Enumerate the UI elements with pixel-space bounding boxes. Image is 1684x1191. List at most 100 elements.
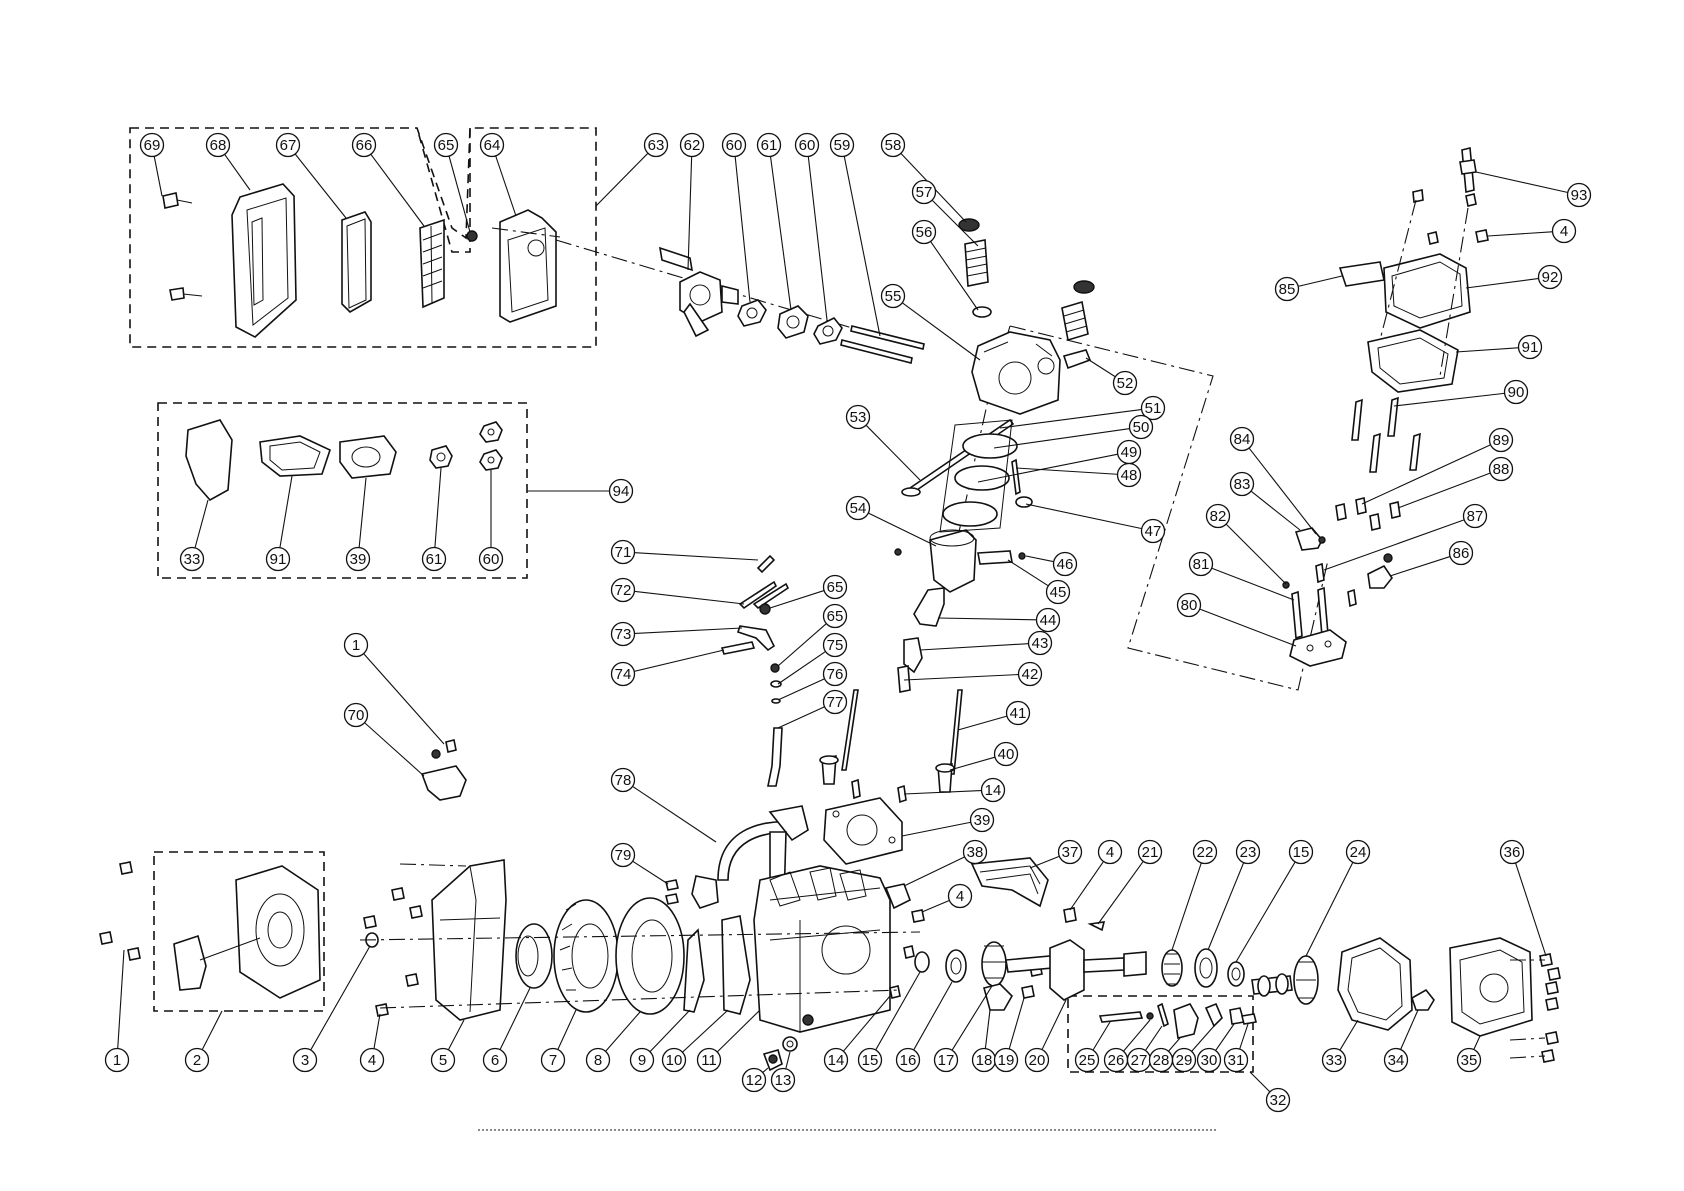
callout-bubble [911, 179, 937, 205]
leader-line-46 [1025, 555, 1054, 563]
callout-bubble [275, 132, 301, 158]
callout-bubble [969, 807, 995, 833]
callout-bubble [1383, 1047, 1409, 1073]
callout-bubble [1537, 264, 1563, 290]
callout-number: 54 [850, 500, 867, 517]
callout-42: 42 [1017, 661, 1043, 687]
leader-line-51 [999, 409, 1142, 429]
callout-68: 68 [205, 132, 231, 158]
callout-bubble [1052, 551, 1078, 577]
callout-number: 14 [828, 1052, 845, 1069]
leader-line-12 [762, 1067, 769, 1073]
callout-bubble [478, 546, 504, 572]
part-bolt-lower [169, 287, 185, 301]
part-31-bolt [1241, 1013, 1257, 1025]
callout-number: 2 [193, 1052, 201, 1069]
part-bolt-left-3 [127, 947, 141, 961]
part-39-head-gasket [823, 797, 903, 865]
part-61-gasket [429, 445, 453, 469]
leader-line-55 [902, 302, 981, 361]
callout-bubble [857, 1047, 883, 1073]
callout-bubble [610, 767, 636, 793]
leader-line-69 [153, 156, 163, 197]
part-28-piston [1173, 1003, 1199, 1039]
callout-bubble [822, 632, 848, 658]
part-27-ring [1157, 1002, 1169, 1028]
callout-bubble [104, 1047, 130, 1073]
part-48-pin [1011, 458, 1021, 496]
callout-bubble [1137, 839, 1163, 865]
part-2-recoil-starter [173, 865, 321, 999]
callout-number: 16 [900, 1052, 917, 1069]
callout-7: 7 [540, 1047, 566, 1073]
callout-49: 49 [1116, 439, 1142, 465]
part-74-spring [720, 641, 756, 655]
callout-23: 23 [1235, 839, 1261, 865]
callout-number: 74 [615, 666, 632, 683]
part-86-adjuster [1367, 564, 1393, 589]
callout-25: 25 [1074, 1047, 1100, 1073]
part-26-clip [1146, 1012, 1154, 1020]
leader-line-4a [1487, 231, 1553, 237]
callout-53: 53 [845, 404, 871, 430]
callout-number: 66 [356, 137, 373, 154]
leader-line-88 [1397, 472, 1490, 509]
callout-bubble [1074, 1047, 1100, 1073]
callout-50: 50 [1128, 414, 1154, 440]
callout-bubble [993, 1047, 1019, 1073]
callout-number: 64 [484, 137, 501, 154]
leader-line-25 [1092, 1021, 1111, 1051]
part-88-nut [1389, 501, 1401, 519]
callout-93: 93 [1566, 182, 1592, 208]
callout-87: 87 [1462, 503, 1488, 529]
callout-56: 56 [911, 219, 937, 245]
part-14-dowel [851, 778, 861, 800]
callout-number: 65 [827, 579, 844, 596]
callout-bubble [829, 132, 855, 158]
part-44-connecting-rod [913, 587, 945, 627]
callout-bubble [696, 1047, 722, 1073]
leader-line-2 [201, 1010, 223, 1050]
leader-line-28 [1168, 1037, 1181, 1052]
group-box-recoil-starter [153, 851, 325, 1012]
callout-number: 35 [1461, 1052, 1478, 1069]
callout-number: 36 [1504, 844, 1521, 861]
callout-39a: 39 [969, 807, 995, 833]
callout-number: 50 [1133, 419, 1150, 436]
callout-83: 83 [1229, 471, 1255, 497]
callout-number: 71 [615, 544, 632, 561]
callout-number: 89 [1493, 432, 1510, 449]
leader-line-47 [1025, 503, 1142, 530]
part-41-pushrod-2 [949, 689, 963, 775]
part-90-bolt-3 [1369, 432, 1381, 473]
callout-bubble [895, 1047, 921, 1073]
callout-number: 4 [1106, 844, 1114, 861]
callout-28: 28 [1148, 1047, 1174, 1073]
leader-line-1b [117, 949, 125, 1049]
callout-58: 58 [880, 132, 906, 158]
part-62-carburetor [658, 246, 739, 338]
callout-65a: 65 [433, 132, 459, 158]
callout-72: 72 [610, 577, 636, 603]
callout-bubble [1171, 1047, 1197, 1073]
part-67-filter-element [341, 211, 372, 313]
callout-91a: 91 [1517, 334, 1543, 360]
leader-line-18 [984, 1009, 991, 1049]
leader-line-82 [1226, 524, 1287, 585]
part-82-clip [1282, 581, 1290, 589]
callout-number: 17 [938, 1052, 955, 1069]
part-6-starter-cup [515, 923, 553, 989]
leader-line-44 [937, 617, 1037, 621]
callout-bubble [585, 1047, 611, 1073]
callout-number: 11 [701, 1052, 717, 1069]
leader-line-27 [1145, 1025, 1163, 1051]
callout-46: 46 [1052, 551, 1078, 577]
part-1-nut [445, 739, 457, 753]
leader-line-61a [770, 156, 792, 311]
leader-line-79 [632, 861, 669, 885]
callout-bubble [823, 1047, 849, 1073]
callout-number: 1 [352, 637, 360, 654]
part-69-bolt [162, 192, 179, 209]
part-59-stud-2 [840, 339, 913, 364]
callout-bubble [822, 574, 848, 600]
